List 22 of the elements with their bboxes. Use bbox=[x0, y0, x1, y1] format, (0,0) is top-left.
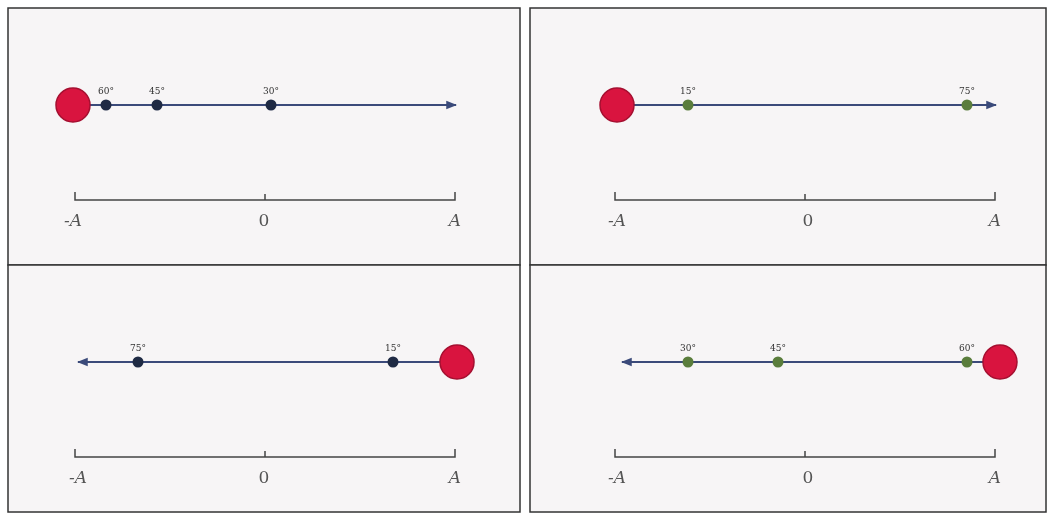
scale-label: -A bbox=[69, 468, 87, 486]
angle-label: 45° bbox=[149, 86, 165, 96]
angle-label: 75° bbox=[959, 86, 975, 96]
angle-label: 75° bbox=[130, 343, 146, 353]
angle-label: 30° bbox=[680, 343, 696, 353]
scale-label: 0 bbox=[802, 211, 814, 229]
scale-label: A bbox=[988, 211, 1002, 229]
angle-label: 60° bbox=[98, 86, 114, 96]
scale-label: A bbox=[448, 468, 462, 486]
angle-label: 15° bbox=[680, 86, 696, 96]
scale-label: A bbox=[448, 211, 462, 229]
angle-label: 60° bbox=[959, 343, 975, 353]
angle-label: 15° bbox=[385, 343, 401, 353]
scale-label: -A bbox=[608, 211, 626, 229]
scale-label: 0 bbox=[258, 468, 270, 486]
scale-label: 0 bbox=[802, 468, 814, 486]
scale-label: 0 bbox=[258, 211, 270, 229]
scale-label: -A bbox=[608, 468, 626, 486]
angle-label: 30° bbox=[263, 86, 279, 96]
angle-label: 45° bbox=[770, 343, 786, 353]
scale-label: A bbox=[988, 468, 1002, 486]
scale-label: -A bbox=[64, 211, 82, 229]
